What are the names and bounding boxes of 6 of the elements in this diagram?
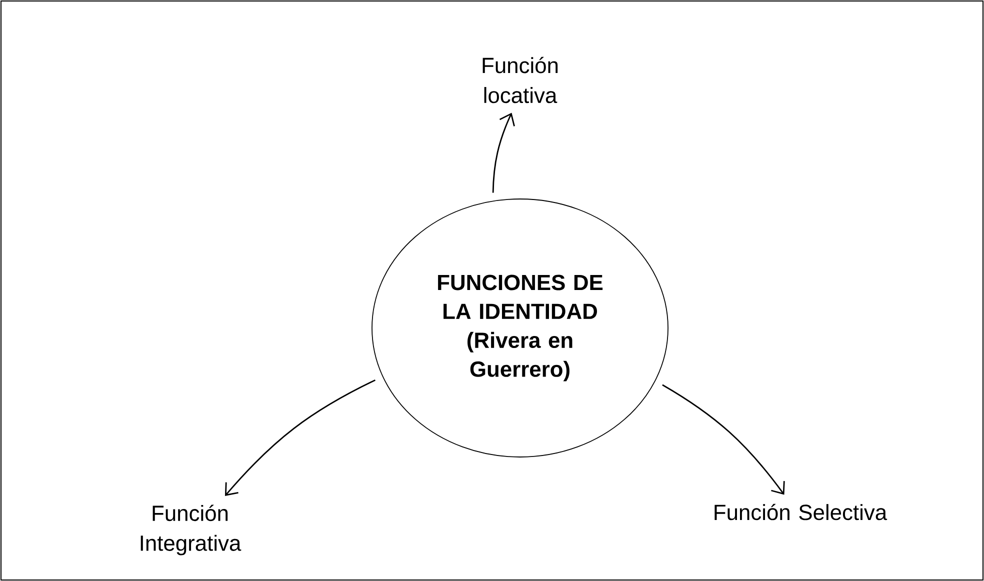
function-label: Función locativa [482, 56, 558, 104]
arrow [492, 112, 515, 193]
function-label: Función Integrativa [140, 504, 242, 556]
arrow [224, 379, 376, 496]
arrow [662, 384, 785, 495]
function-label: Función Selectiva [714, 504, 888, 520]
